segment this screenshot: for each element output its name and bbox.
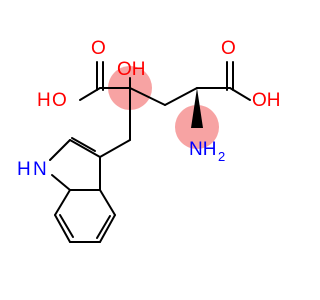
bond-cooh2-c-oh	[229, 87, 251, 101]
atom-oh-left-o: O	[52, 90, 67, 111]
bond-c2-n1	[49, 139, 71, 161]
structure-canvas: O H O OH O OH H N NH 2	[17, 38, 281, 243]
atom-indole-n: N	[33, 159, 47, 180]
atom-o-right-carbonyl: O	[221, 38, 236, 59]
bond-stereocenter-ch2	[129, 87, 166, 106]
bond-ch2-indole-c3	[99, 139, 131, 158]
atom-o-left-carbonyl: O	[91, 38, 106, 59]
wedge-alpha-amino	[191, 88, 203, 128]
atom-oh-stereocenter: OH	[117, 59, 146, 80]
atom-amino: NH	[189, 139, 216, 160]
molecule-diagram: O H O OH O OH H N NH 2	[17, 38, 281, 243]
bond-c6-c7-inner	[59, 214, 74, 238]
bond-n1-c7a	[51, 174, 71, 191]
bond-c3-c2-inner	[71, 137, 96, 152]
bond-c7-c7a	[54, 189, 71, 216]
bond-cooh1-c-oh	[79, 87, 101, 101]
atom-indole-h: H	[17, 159, 31, 180]
bond-ch2-alpha	[164, 87, 198, 106]
bond-c3a-c4	[99, 189, 116, 216]
bond-c6-c7	[54, 214, 71, 243]
bond-c4-c5	[99, 214, 116, 243]
atom-oh-right: OH	[252, 90, 281, 111]
bond-c3-c2	[69, 139, 101, 158]
atom-oh-left-h: H	[37, 90, 51, 111]
bond-c4-c5-inner	[96, 215, 111, 239]
atom-amino-subscript: 2	[218, 149, 225, 164]
